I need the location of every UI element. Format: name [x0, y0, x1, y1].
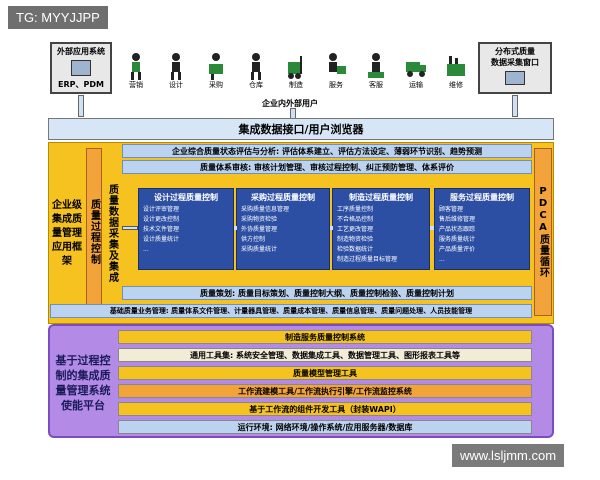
data-integration-label: 质量数据采集及集成 — [104, 176, 120, 290]
forklift-icon — [285, 52, 307, 80]
activity-row: 营销 设计 采购 仓库 制造 服务 客服 运输 维修 — [118, 52, 474, 92]
panel-item: 工序质量控制 — [337, 206, 374, 213]
platform-row-component-tools: 基于工作流的组件开发工具（封装WAPI） — [118, 402, 532, 416]
activity-label: 运输 — [409, 81, 423, 89]
left-right-arrow — [430, 226, 434, 230]
external-systems-box: 外部应用系统 ERP、PDM — [50, 42, 112, 94]
activity-item: 维修 — [438, 52, 474, 92]
activity-item: 服务 — [318, 52, 354, 92]
activity-item: 运输 — [398, 52, 434, 92]
panel-title: 制造过程质量控制 — [349, 193, 413, 202]
worker-icon — [365, 52, 387, 80]
integration-interface-bar: 集成数据接口/用户浏览器 — [48, 118, 554, 140]
platform-row-model-tool: 质量模型管理工具 — [118, 366, 532, 380]
platform-row-common-tools: 通用工具集: 系统安全管理、数据集成工具、数据管理工具、图形报表工具等 — [118, 348, 532, 362]
up-down-arrow — [78, 95, 84, 117]
process-control-label: 质量过程控制 — [86, 148, 102, 316]
panel-title: 采购过程质量控制 — [251, 193, 315, 202]
framework-label-text: 企业级集成质量管理应用框架 — [52, 200, 82, 267]
worker-icon — [245, 52, 267, 80]
platform-row-runtime: 运行环境: 网络环境/操作系统/应用服务器/数据库 — [118, 420, 532, 434]
distributed-data-box: 分布式质量 数据采集窗口 — [478, 42, 552, 94]
panel-item: 设计更改控制 — [143, 216, 180, 223]
purchase-control-panel: 采购过程质量控制 采购质量信息管理 采购物资检验 外协质量管理 供方控制 采购质… — [236, 188, 330, 270]
system-audit-row: 质量体系审核: 审核计划管理、审核过程控制、纠正预防管理、体系评价 — [122, 160, 532, 174]
left-right-arrow — [234, 226, 237, 230]
panel-title: 服务过程质量控制 — [450, 193, 514, 202]
manufacturing-control-panel: 制造过程质量控制 工序质量控制 不合格品控制 工艺更改管理 制造物资检验 检验数… — [332, 188, 430, 270]
panel-item: 技术文件管理 — [143, 226, 180, 233]
design-control-panel: 设计过程质量控制 设计评审管理 设计更改控制 技术文件管理 设计质量统计 ... — [138, 188, 234, 270]
panel-item: 产品状态跟踪 — [439, 226, 476, 233]
quality-planning-row: 质量策划: 质量目标策划、质量控制大纲、质量控制检验、质量控制计划 — [122, 286, 532, 300]
panel-item: 采购质量信息管理 — [241, 206, 290, 213]
evaluation-row: 企业综合质量状态评估与分析: 评估体系建立、评估方法设定、薄弱环节识别、趋势预测 — [122, 144, 532, 158]
panel-item: 不合格品控制 — [337, 216, 374, 223]
truck-icon — [405, 52, 427, 80]
panel-item: 设计质量统计 — [143, 236, 180, 243]
activity-label: 仓库 — [249, 81, 263, 89]
external-systems-subtitle: ERP、PDM — [58, 80, 104, 89]
framework-label: 企业级集成质量管理应用框架 — [50, 150, 84, 318]
panel-item: 售后维修管理 — [439, 216, 476, 223]
left-right-arrow — [122, 226, 138, 230]
activity-item: 制造 — [278, 52, 314, 92]
computer-icon — [505, 71, 525, 85]
activity-item: 设计 — [158, 52, 194, 92]
platform-label: 基于过程控制的集成质量管理系统使能平台 — [52, 342, 114, 424]
computer-icon — [71, 60, 91, 76]
activity-label: 营销 — [129, 81, 143, 89]
watermark-bottom-right: www.lsljmm.com — [452, 444, 565, 467]
pdca-label: PDCA质量循环 — [534, 148, 552, 316]
panel-item: 产品质量评价 — [439, 246, 476, 253]
platform-row-quality-control: 制造服务质量控制系统 — [118, 330, 532, 344]
left-right-arrow — [330, 226, 333, 230]
panel-item: ... — [439, 256, 445, 263]
panel-item: 制造物资检验 — [337, 236, 374, 243]
up-down-arrow — [512, 95, 518, 117]
worker-icon — [325, 52, 347, 80]
panel-item: 供方控制 — [241, 236, 266, 243]
activity-label: 客服 — [369, 81, 383, 89]
platform-label-text: 基于过程控制的集成质量管理系统使能平台 — [55, 354, 111, 412]
watermark-top-left: TG: MYYJJPP — [8, 6, 108, 29]
distributed-data-title: 分布式质量 — [495, 47, 535, 56]
activity-item: 采购 — [198, 52, 234, 92]
users-caption: 企业内外部用户 — [262, 99, 318, 108]
panel-item: 检验数据统计 — [337, 246, 374, 253]
panel-item: 工艺更改管理 — [337, 226, 374, 233]
worker-icon — [125, 52, 147, 80]
panel-item: 采购物资检验 — [241, 216, 278, 223]
activity-item: 客服 — [358, 52, 394, 92]
activity-label: 维修 — [449, 81, 463, 89]
worker-icon — [205, 52, 227, 80]
panel-item: ... — [143, 246, 149, 253]
activity-item: 营销 — [118, 52, 154, 92]
worker-icon — [165, 52, 187, 80]
activity-item: 仓库 — [238, 52, 274, 92]
distributed-data-subtitle: 数据采集窗口 — [491, 58, 539, 67]
panel-item: 顾客管理 — [439, 206, 464, 213]
panel-item: 服务质量统计 — [439, 236, 476, 243]
panel-item: 采购质量统计 — [241, 246, 278, 253]
panel-item: 外协质量管理 — [241, 226, 278, 233]
platform-row-workflow-tools: 工作流建模工具/工作流执行引擎/工作流监控系统 — [118, 384, 532, 398]
panel-item: 设计评审管理 — [143, 206, 180, 213]
activity-label: 采购 — [209, 81, 223, 89]
activity-label: 制造 — [289, 81, 303, 89]
activity-label: 设计 — [169, 81, 183, 89]
factory-icon — [445, 52, 467, 80]
activity-label: 服务 — [329, 81, 343, 89]
external-systems-title: 外部应用系统 — [57, 47, 105, 56]
service-control-panel: 服务过程质量控制 顾客管理 售后维修管理 产品状态跟踪 服务质量统计 产品质量评… — [434, 188, 530, 270]
basic-quality-row: 基础质量业务管理: 质量体系文件管理、计量器具管理、质量成本管理、质量信息管理、… — [50, 304, 532, 318]
panel-title: 设计过程质量控制 — [154, 193, 218, 202]
panel-item: 制造过程质量目标管理 — [337, 256, 398, 263]
